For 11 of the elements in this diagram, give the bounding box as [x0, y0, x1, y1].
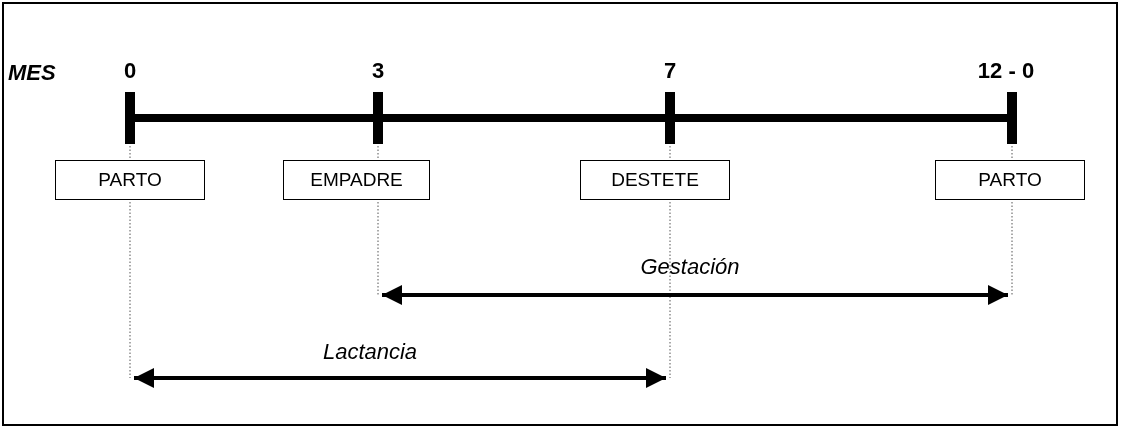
event-box: EMPADRE [283, 160, 430, 200]
event-box: PARTO [935, 160, 1085, 200]
tick-label: 3 [371, 58, 385, 84]
event-box: PARTO [55, 160, 205, 200]
span-label: Lactancia [322, 339, 418, 365]
tick-label: 12 - 0 [977, 58, 1035, 84]
tick-label: 7 [663, 58, 677, 84]
axis-title: MES [8, 60, 56, 86]
event-box: DESTETE [580, 160, 730, 200]
span-label: Gestación [640, 254, 740, 280]
tick-label: 0 [123, 58, 137, 84]
